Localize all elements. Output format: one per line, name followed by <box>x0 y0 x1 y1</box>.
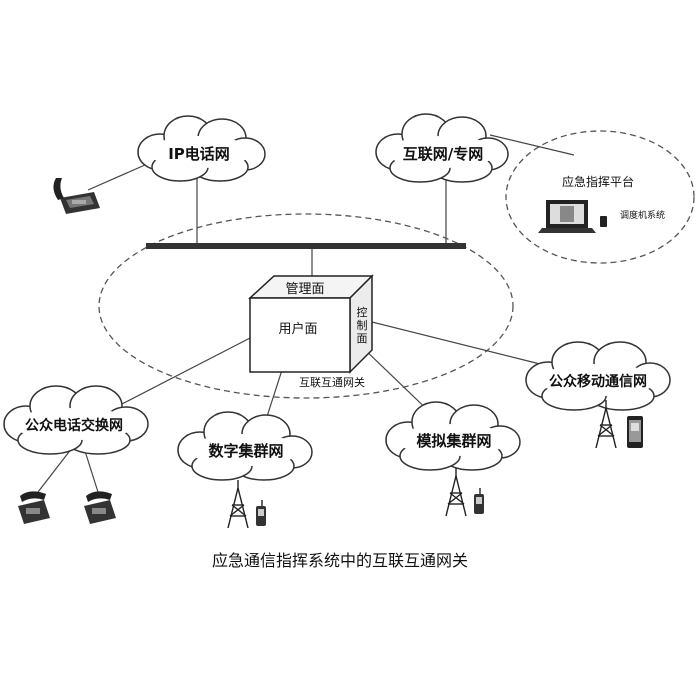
cloud-label-internet-private: 互联网/专网 <box>403 145 483 163</box>
connection-lines <box>37 134 575 493</box>
backbone-bus <box>146 243 466 249</box>
cloud-digital-trunk <box>177 411 313 481</box>
cloud-label-pstn: 公众电话交换网 <box>25 417 123 434</box>
mobile-phone-icon <box>474 488 484 514</box>
desk-phone-icon <box>53 178 100 214</box>
gateway-front-face <box>249 297 351 373</box>
cloud-label-public-mobile: 公众移动通信网 <box>549 373 647 390</box>
cell-tower-icon <box>445 468 467 517</box>
gateway-box <box>248 274 374 374</box>
mobile-phone-icon <box>627 416 643 448</box>
line-pstn-to-phone-right <box>83 447 99 493</box>
gateway-mgmt-plane: 管理面 <box>285 282 324 297</box>
line-gateway-to-pstn <box>119 336 253 406</box>
platform-dispatch-label: 调度机系统 <box>620 209 665 221</box>
cloud-analog-trunk <box>385 401 521 471</box>
gateway-ctrl-plane-1: 控 <box>357 305 368 319</box>
platform-boundary-ellipse <box>505 130 695 264</box>
gateway-ctrl-plane-2: 制 <box>357 319 368 332</box>
cell-tower-icon <box>227 480 249 529</box>
mobile-phone-icon <box>256 500 266 526</box>
desk-phone-icon <box>84 491 116 524</box>
cloud-pstn <box>3 385 149 455</box>
line-gateway-to-mobile <box>371 321 541 365</box>
platform-title: 应急指挥平台 <box>562 174 634 189</box>
diagram-caption: 应急通信指挥系统中的互联互通网关 <box>212 551 468 570</box>
gateway-name-label: 互联互通网关 <box>299 375 365 389</box>
line-phone-to-ipnet <box>87 164 146 191</box>
cloud-label-ip-phone-net: IP电话网 <box>168 145 230 163</box>
cloud-internet-private <box>375 113 509 183</box>
gateway-ctrl-plane-3: 面 <box>357 332 368 345</box>
line-internet-to-platform <box>489 134 575 156</box>
cloud-label-analog-trunk: 模拟集群网 <box>416 432 491 450</box>
gateway-boundary-ellipse <box>98 213 514 399</box>
cell-tower-icon <box>595 400 617 449</box>
cloud-ip-phone-net <box>137 115 266 182</box>
laptop-icon <box>538 200 607 233</box>
desk-phone-icon <box>18 491 50 524</box>
gateway-user-plane: 用户面 <box>278 321 317 337</box>
cloud-label-digital-trunk: 数字集群网 <box>208 442 283 460</box>
line-pstn-to-phone-left <box>37 447 73 493</box>
